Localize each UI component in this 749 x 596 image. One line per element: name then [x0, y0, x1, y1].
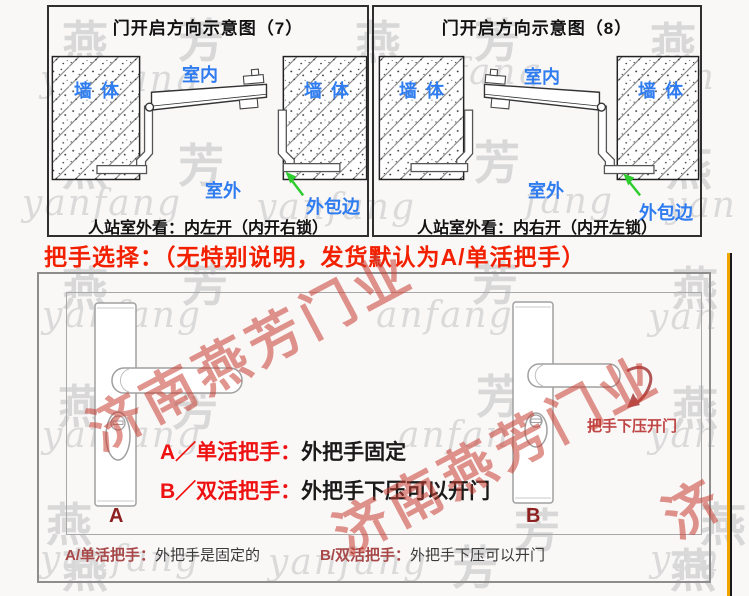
handle-choice-heading: 把手选择：（无特别说明，发货默认为A/单活把手）	[44, 244, 586, 270]
handle-a-description-label: A／单活把手：	[160, 441, 302, 464]
bottom-note-a-text: 外把手是固定的	[155, 547, 261, 564]
bottom-note-a: A/单活把手：外把手是固定的	[65, 544, 260, 565]
handle-b-label: B	[526, 505, 541, 527]
press-down-note: 把手下压开门	[587, 418, 678, 435]
handle-image-panel	[66, 292, 702, 535]
lock-hardware	[238, 68, 265, 110]
handle-a-description: A／单活把手：外把手固定	[160, 436, 406, 466]
right-edge-black-stripe	[730, 253, 732, 596]
door-direction-panel-8: 门开启方向示意图（8） 室内 室外 墙体 墙体 外包边 人站室外看：内右开（内开…	[372, 5, 702, 237]
handle-a-label: A	[109, 505, 124, 527]
panel-caption: 人站室外看：内左开（内开右锁）	[87, 220, 328, 237]
outer-edging-right	[282, 162, 341, 173]
door-diagram-7	[51, 55, 367, 197]
handle-b-description-text: 外把手下压可以开门	[301, 480, 491, 503]
handle-a	[94, 302, 243, 507]
panel-caption: 人站室外看：内右开（内开左锁）	[416, 220, 657, 237]
wall-label-right: 墙体	[304, 81, 358, 101]
door-frame-right	[597, 105, 615, 169]
handle-a-description-text: 外把手固定	[301, 441, 407, 464]
door-edge-line	[484, 93, 600, 107]
outer-edging-arrow	[285, 171, 305, 197]
door-diagram-8	[378, 55, 700, 197]
handle-a-keyhole-icon	[110, 415, 126, 431]
outer-edging-right	[603, 164, 655, 175]
handle-b-lever	[527, 363, 621, 388]
wall-label-right: 墙体	[638, 81, 692, 101]
panel-title: 门开启方向示意图（8）	[441, 19, 633, 38]
outer-edging-label: 外包边	[306, 197, 360, 217]
wall-right	[282, 55, 367, 181]
outer-edging-label: 外包边	[639, 203, 693, 223]
outer-edging-left	[96, 164, 148, 175]
bottom-note-a-label: A/单活把手：	[65, 547, 156, 564]
indoor-label: 室内	[182, 65, 218, 85]
indoor-label: 室内	[524, 67, 560, 87]
bottom-note-b-label: B/双活把手：	[320, 547, 411, 564]
wall-label-left: 墙体	[74, 81, 128, 101]
press-down-arrow-icon	[626, 365, 653, 408]
lock-hardware	[484, 68, 511, 110]
bottom-note-b-text: 外把手下压可以开门	[410, 547, 546, 564]
right-edge-yellow-stripe	[727, 253, 730, 596]
handle-a-plate	[94, 302, 137, 507]
handle-b-plate	[512, 301, 554, 504]
wall-label-left: 墙体	[399, 81, 453, 101]
door-edge-line	[151, 93, 267, 107]
bottom-note-b: B/双活把手：外把手下压可以开门	[320, 544, 545, 565]
outer-edging-left	[410, 162, 469, 173]
hinge-icon	[144, 102, 155, 112]
handle-b-description: B／双活把手：外把手下压可以开门	[160, 475, 490, 505]
handle-b-description-label: B／双活把手：	[160, 480, 302, 503]
hinge-icon	[596, 102, 607, 112]
outdoor-label: 室外	[528, 181, 564, 201]
wall-left	[378, 55, 465, 181]
outdoor-label: 室外	[205, 181, 241, 201]
handle-b-keyhole-icon	[529, 414, 543, 428]
handle-a-lever	[111, 367, 243, 394]
door-direction-panel-7: 门开启方向示意图（7） 室内 室外 墙体 墙体 外包边 人站室外看：内左开（内开…	[47, 5, 369, 237]
wall-right	[616, 55, 700, 181]
handle-b	[512, 301, 621, 504]
handle-section-box: A B A／单活把手：外把手固定 B／双活把手：外把手下压可以开门 把手下压开门…	[37, 272, 711, 583]
panel-title: 门开启方向示意图（7）	[112, 19, 304, 38]
wall-left	[51, 55, 141, 181]
handles-drawing	[94, 301, 653, 507]
